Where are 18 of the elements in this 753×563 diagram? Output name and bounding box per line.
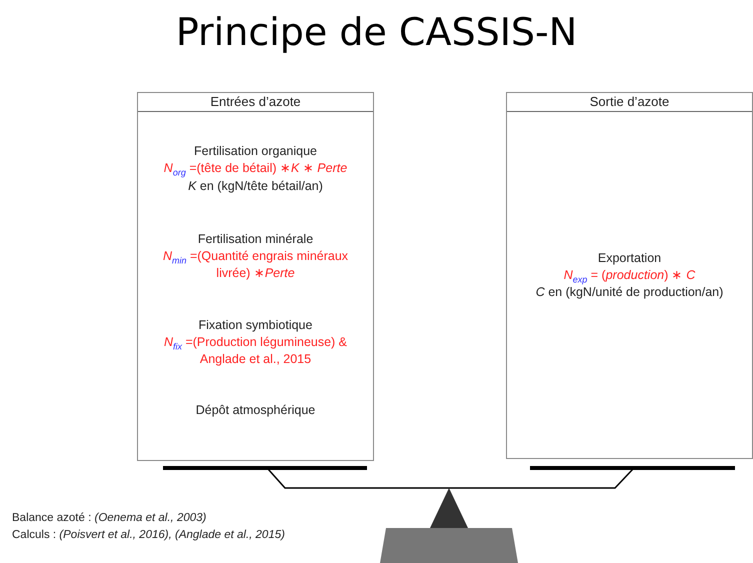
- formula: N$_{min}$ =(Quantité engrais minéraux livrée) ∗Perte: [162, 248, 350, 282]
- panel-heading: Entrées d’azote: [138, 93, 373, 112]
- reference-note: Balance azoté : (Oenema et al., 2003): [12, 512, 206, 524]
- panel-heading: Sortie d’azote: [507, 93, 752, 112]
- text-line: K en (kgN/tête bétail/an): [187, 178, 324, 195]
- formula: N$_{exp}$ = (production) ∗ C: [562, 267, 696, 284]
- text-line: C en (kgN/unité de production/an): [534, 284, 724, 301]
- text-line: Exportation: [596, 250, 662, 267]
- text-line: Fixation symbiotique: [198, 317, 314, 334]
- text-line: Fertilisation minérale: [196, 231, 314, 248]
- formula: N$_{org}$ =(tête de bétail) ∗K ∗ Perte: [162, 160, 348, 177]
- reference-note: Calculs : (Poisvert et al., 2016), (Anglade et al., 2015): [12, 529, 285, 541]
- scale-pan-panel: [506, 92, 753, 459]
- scale-pan-panel: [137, 92, 374, 461]
- formula: N$_{fix}$ =(Production légumineuse) & Anglade et al., 2015: [162, 334, 348, 368]
- title: Principe de CASSIS-N: [174, 10, 578, 54]
- text-line: Fertilisation organique: [193, 143, 318, 160]
- text-line: Dépôt atmosphérique: [194, 402, 316, 419]
